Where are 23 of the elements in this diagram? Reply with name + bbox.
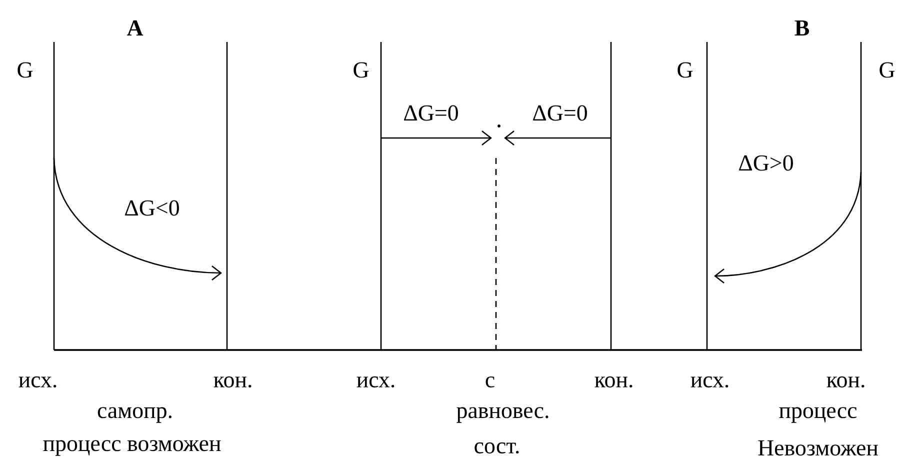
axis-label: G bbox=[354, 62, 369, 78]
axis-label: G bbox=[880, 62, 895, 78]
state-label: исх. bbox=[18, 376, 56, 388]
axis-label: G bbox=[18, 62, 33, 78]
caption: равновес. bbox=[456, 407, 548, 423]
axis-label: G bbox=[678, 62, 693, 78]
caption: процесс возможен bbox=[43, 440, 221, 456]
state-label: исх. bbox=[690, 376, 728, 388]
caption: Невозможен bbox=[758, 440, 878, 456]
delta-g-label: ΔG>0 bbox=[739, 155, 793, 171]
state-label: кон. bbox=[826, 376, 864, 388]
state-label: с bbox=[486, 376, 494, 388]
caption: процесс bbox=[779, 407, 857, 423]
delta-g-label: ΔG=0 bbox=[404, 105, 458, 121]
caption: самопр. bbox=[98, 407, 172, 423]
delta-g-label: ΔG<0 bbox=[125, 200, 179, 216]
panel-letter: B bbox=[794, 20, 810, 36]
state-label: кон. bbox=[214, 376, 252, 388]
caption: сост. bbox=[474, 442, 519, 454]
panel-letter: A bbox=[126, 20, 144, 36]
delta-g-label: ΔG=0 bbox=[533, 105, 587, 121]
state-label: исх. bbox=[356, 376, 394, 388]
state-label: кон. bbox=[594, 376, 632, 388]
